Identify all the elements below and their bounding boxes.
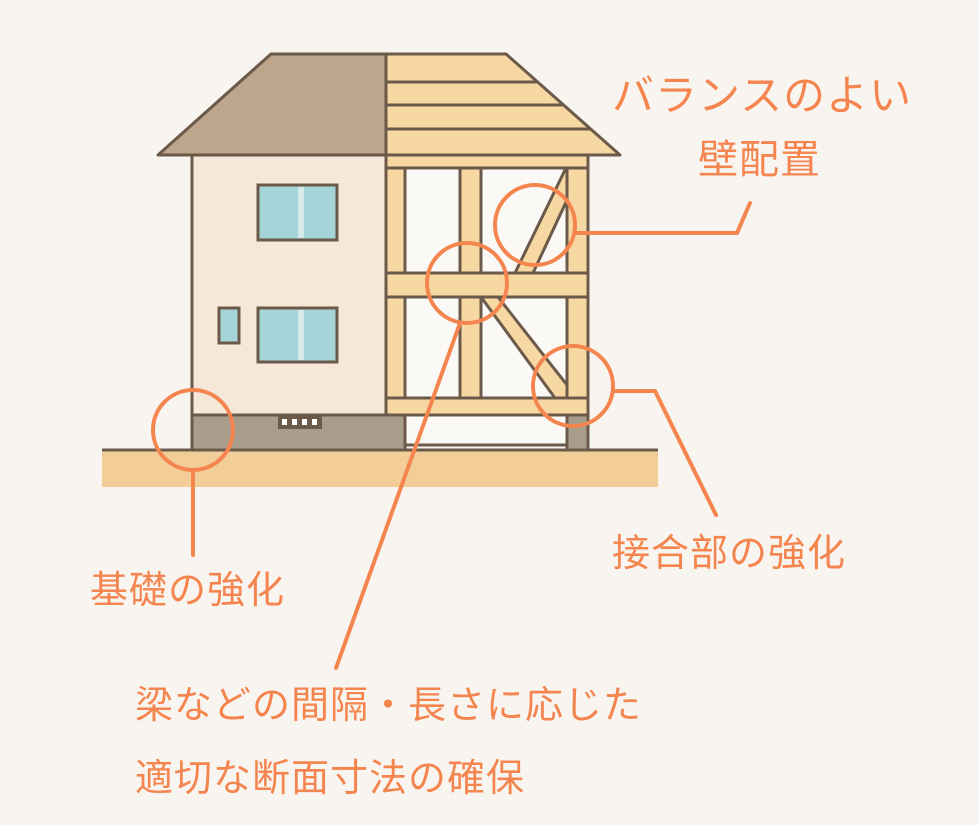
foundation-label: 基礎の強化 xyxy=(90,568,286,612)
beam-label-line2: 適切な断面寸法の確保 xyxy=(135,756,526,800)
joint-highlight xyxy=(531,344,615,428)
vent xyxy=(278,416,322,429)
wall-label-line1: バランスのよい xyxy=(612,71,913,120)
joint-label: 接合部の強化 xyxy=(612,531,847,575)
small-window xyxy=(217,306,241,345)
beam-leader xyxy=(334,321,462,670)
window xyxy=(256,306,339,364)
timber-frame xyxy=(384,153,590,417)
beam-highlight xyxy=(425,241,509,325)
beam-label-line1: 梁などの間隔・長さに応じた xyxy=(135,683,643,727)
joint-leader xyxy=(611,389,718,517)
wall-leader xyxy=(574,201,752,235)
crawl-space xyxy=(403,413,569,447)
roof-finished xyxy=(156,52,388,157)
brace-highlight xyxy=(493,183,577,267)
wall-label-line2: 壁配置 xyxy=(698,137,821,183)
foundation-post xyxy=(565,413,590,452)
window xyxy=(256,183,339,242)
